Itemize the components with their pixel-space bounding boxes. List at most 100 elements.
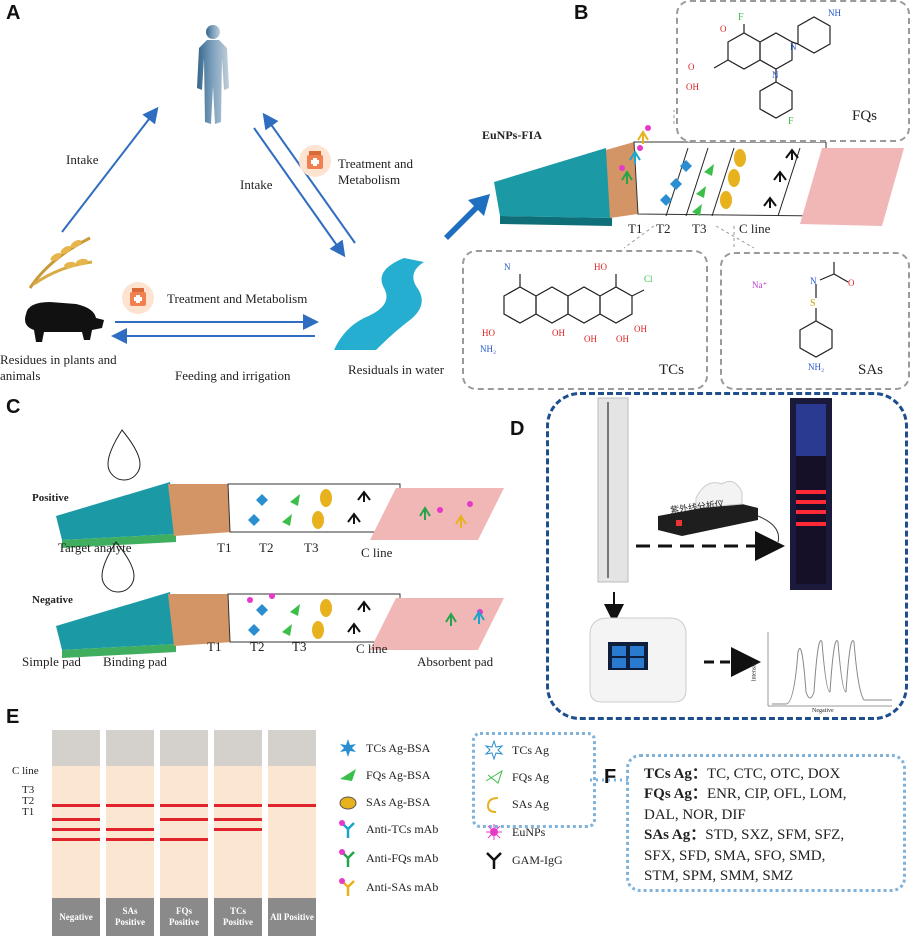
sas-structure-box: Na⁺ N S O NH₂ [720, 252, 910, 390]
strip-label: Negative [52, 898, 100, 936]
uv-analyzer-icon [658, 480, 780, 543]
treatment-top-label: Treatment and Metabolism [338, 156, 413, 187]
test-strip: All Positive [268, 730, 316, 936]
absorbent-pad-label: Absorbent pad [417, 654, 494, 669]
panel-label-c: C [6, 396, 21, 418]
legend-tcs-ag-bsa: TCs Ag-BSA [338, 738, 430, 758]
legend-tcs-ag: TCs Ag [484, 740, 549, 760]
strip-label: SAs Positive [106, 898, 154, 936]
sas-ag-icon [486, 797, 499, 813]
red-band [52, 838, 100, 841]
test-strip: SAs Positive [106, 730, 154, 936]
gam-igg-icon [486, 852, 502, 869]
svg-text:NH₂: NH₂ [480, 344, 496, 354]
legend-ag-box [472, 732, 596, 828]
fqs-label: FQs [852, 108, 878, 124]
panel-label-f: F [604, 766, 617, 788]
svg-text:OH: OH [686, 82, 699, 92]
panel-b-graphic [444, 110, 904, 249]
legend-sas-ag-bsa: SAs Ag-BSA [338, 792, 430, 812]
c-neg-cline: C line [356, 641, 388, 656]
eunps-icon [486, 824, 502, 840]
residuals-water-label: Residuals in water [348, 362, 445, 377]
panel-label-b: B [574, 2, 589, 24]
fqs-structure-box: F NH N N O OH O F [676, 0, 910, 142]
fqs-ag-bsa-icon [340, 769, 356, 781]
panel-c-graphic [56, 429, 504, 658]
red-band [214, 804, 262, 807]
b-line-t1: T1 [628, 221, 643, 236]
intake-left-label: Intake [66, 152, 99, 167]
sas-ag-bsa-icon [339, 796, 357, 810]
fqs-atom-f: F [738, 12, 744, 23]
negative-axis-label: Negative [812, 708, 834, 714]
e-label-t1: T1 [22, 806, 35, 818]
legend-gam-igg: GAM-IgG [484, 850, 563, 870]
panel-label-e: E [6, 706, 20, 728]
tcs-ag-icon [484, 740, 504, 760]
panel-d-graphic [589, 397, 892, 707]
svg-text:Cl: Cl [644, 274, 653, 284]
svg-text:HO: HO [594, 262, 607, 272]
tcs-structure-box: N HO Cl HO NH₂ OH OH OH OH [462, 250, 708, 390]
c-pos-t1: T1 [217, 540, 232, 555]
svg-text:Na⁺: Na⁺ [752, 280, 767, 290]
legend-anti-fqs: Anti-FQs mAb [338, 848, 438, 868]
legend-fqs-ag-bsa: FQs Ag-BSA [338, 765, 430, 785]
svg-text:F: F [788, 116, 794, 127]
svg-text:O: O [720, 24, 727, 34]
e-label-cline: C line [12, 765, 39, 777]
c-neg-t1: T1 [207, 639, 222, 654]
wheat-icon [28, 236, 93, 289]
panel-d-frame [546, 392, 908, 720]
fqs-ag-icon [485, 769, 503, 784]
svg-text:NH: NH [828, 8, 841, 18]
legend-eunps: EuNPs [484, 822, 545, 842]
medicine-icon [299, 145, 331, 177]
svg-text:N: N [772, 70, 779, 80]
svg-text:OH: OH [634, 324, 647, 334]
pig-icon [25, 302, 104, 342]
antigen-list-box [626, 754, 906, 892]
feeding-label: Feeding and irrigation [175, 368, 291, 383]
red-band [160, 818, 208, 821]
e-label-t2: T2 [22, 795, 35, 807]
tcs-ag-bsa-icon [340, 739, 356, 757]
c-neg-t2: T2 [250, 639, 265, 654]
svg-text:N: N [810, 276, 817, 286]
svg-text:HO: HO [482, 328, 495, 338]
c-pos-cline: C line [361, 545, 393, 560]
sas-ag-line-3: STM, SPM, SMM, SMZ [644, 868, 794, 884]
treatment-mid-label: Treatment and Metabolism [167, 291, 308, 306]
b-line-t2: T2 [656, 221, 671, 236]
svg-text:N: N [790, 42, 797, 52]
red-band [160, 804, 208, 807]
positive-label: Positive [32, 492, 69, 504]
medicine-icon-2 [122, 282, 154, 314]
red-band [214, 828, 262, 831]
test-strip: TCs Positive [214, 730, 262, 936]
b-line-c: C line [739, 221, 771, 236]
red-band [106, 804, 154, 807]
panel-a-graphic [25, 25, 424, 350]
red-band [52, 804, 100, 807]
reader-device-icon [589, 617, 687, 703]
sas-ag-line-2: SFX, SFD, SMA, SFO, SMD, [644, 848, 826, 864]
svg-text:OH: OH [616, 334, 629, 344]
svg-text:O: O [688, 62, 695, 72]
red-band [214, 818, 262, 821]
strip-label: All Positive [268, 898, 316, 936]
svg-text:N: N [504, 262, 511, 272]
svg-text:S: S [810, 298, 816, 309]
intensity-axis-label: Intensity [751, 660, 758, 682]
fqs-ag-line: FQs Ag：ENR, CIP, OFL, LOM, [644, 786, 847, 802]
strip-label: FQs Positive [160, 898, 208, 936]
b-line-t3: T3 [692, 221, 707, 236]
svg-text:OH: OH [552, 328, 565, 338]
fqs-ag-line-2: DAL, NOR, DIF [644, 807, 746, 823]
anti-sas-mab-icon [339, 878, 355, 896]
river-icon [334, 258, 424, 350]
arrow-intake-left [61, 106, 159, 233]
strip-label: TCs Positive [214, 898, 262, 936]
red-band [52, 828, 100, 831]
